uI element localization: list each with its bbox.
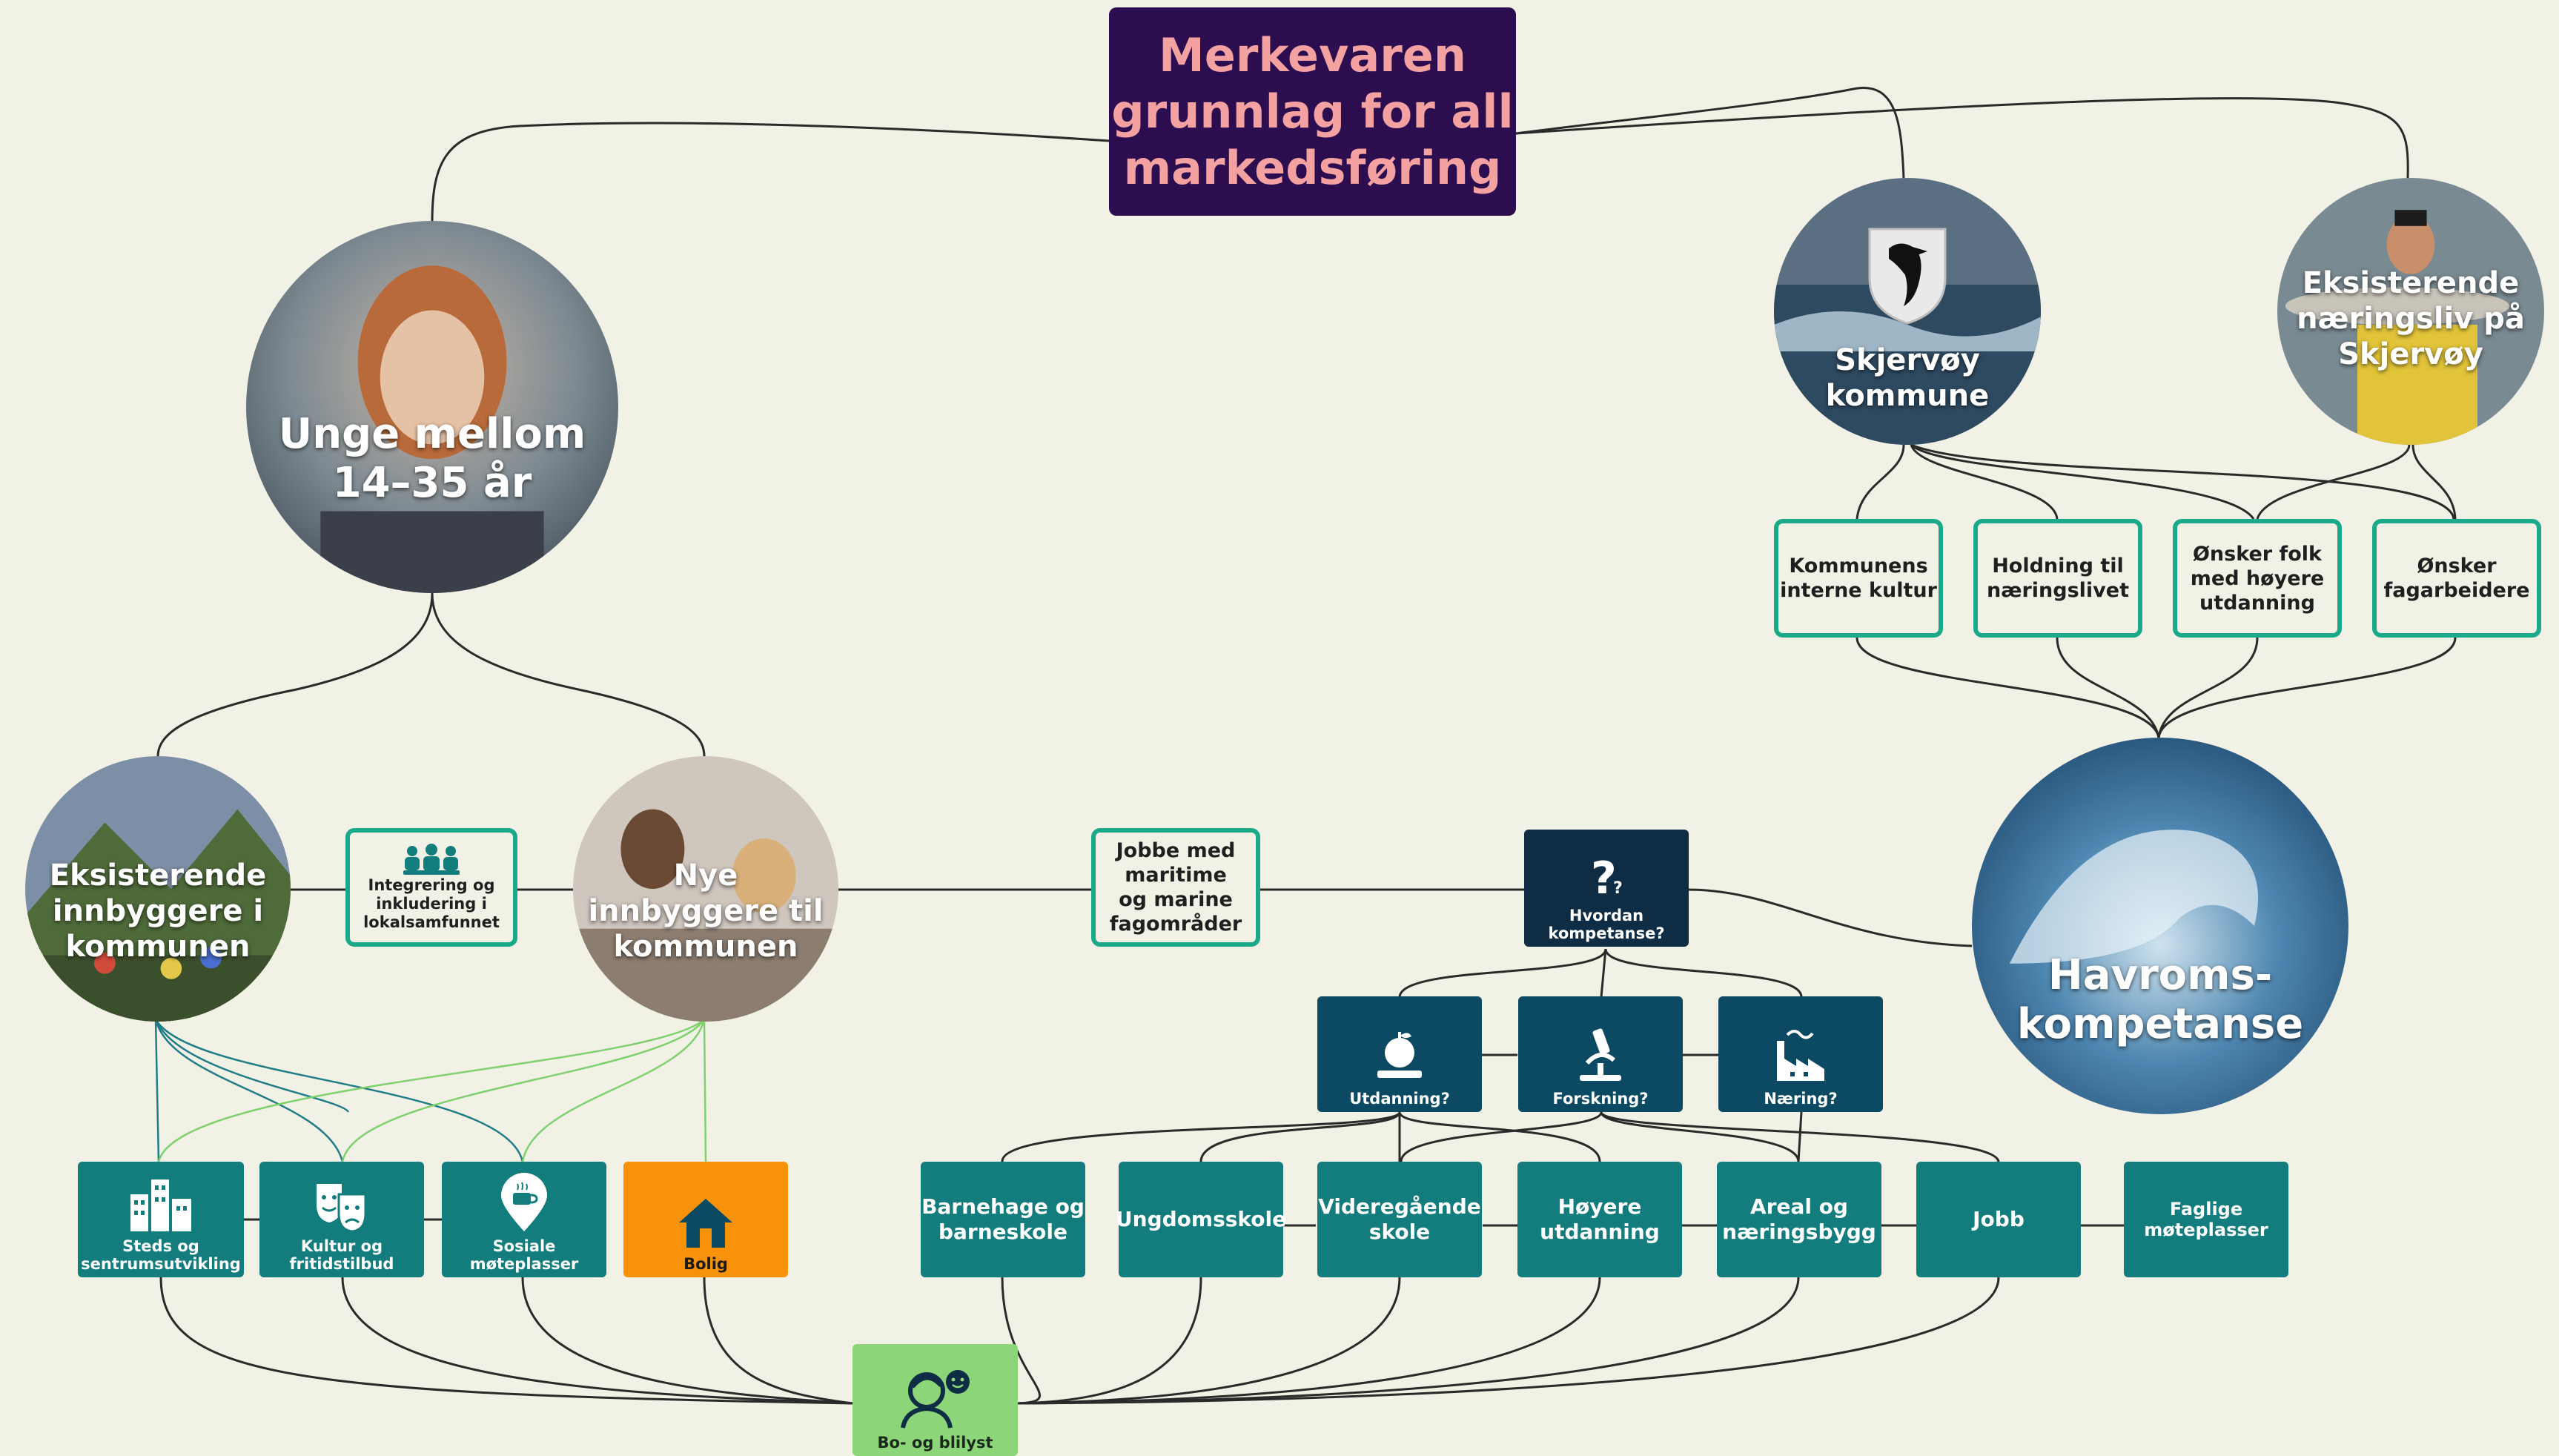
new-residents-circle: Nye innbyggere til kommunen [573,756,838,1022]
business-label: Eksisterende næringsliv på Skjervøy [2297,266,2525,371]
young-people-circle: Unge mellom 14–35 år [246,221,618,593]
service-jobs: Jobb [1916,1162,2081,1277]
buildings-icon [130,1179,191,1231]
group-icon [403,843,460,875]
brand-title-box: Merkevaren grunnlag for all markedsførin… [1109,7,1516,216]
ocean-competence-circle: Havroms- kompetanse [1972,738,2348,1114]
integration-label: Integrering og inkludering i lokalsamfun… [363,876,500,931]
wave-photo [1972,738,2348,1114]
svg-text:?: ? [1613,879,1623,898]
housing-tile: Bolig [623,1162,788,1277]
brand-title: Merkevaren grunnlag for all markedsførin… [1111,27,1514,195]
new-residents-label: Nye innbyggere til kommunen [588,858,824,964]
culture-leisure-tile: Kultur og fritidstilbud [259,1162,424,1277]
social-meeting-tile: Sosiale møteplasser [442,1162,606,1277]
service-kindergarten: Barnehage og barneskole [921,1162,1085,1277]
service-lower-secondary: Ungdomsskole [1116,1162,1286,1277]
ocean-competence-label: Havroms- kompetanse [2016,951,2304,1048]
coffee-pin-icon [501,1172,547,1231]
fisherman-photo [2277,178,2544,445]
goal-tile: Bo- og blilyst [853,1344,1018,1456]
question-tile: ? ? Hvordan kompetanse? [1524,830,1689,947]
microscope-icon [1580,1028,1621,1081]
municipality-label: Skjervøy kommune [1825,343,1990,413]
existing-residents-circle: Eksisterende innbyggere i kommunen [25,756,291,1022]
theater-masks-icon [317,1184,367,1233]
education-tile: Utdanning? [1317,996,1482,1112]
need-internal-culture: Kommunens interne kultur [1774,519,1943,638]
coat-of-arms-icon [1868,228,1947,325]
service-commercial-space: Areal og næringsbygg [1717,1162,1881,1277]
person-chat-icon [900,1370,970,1429]
house-icon [679,1199,732,1248]
integration-box: Integrering og inkludering i lokalsamfun… [345,828,517,947]
maritime-jobs-box: Jobbe med maritime og marine fagområder [1091,828,1260,947]
apple-book-icon [1377,1032,1422,1078]
residents-photo [25,756,291,1022]
need-skilled-workers: Ønsker fagarbeidere [2372,519,2541,638]
need-business-attitude: Holdning til næringslivet [1973,519,2142,638]
need-higher-education: Ønsker folk med høyere utdanning [2173,519,2342,638]
portrait-photo [246,221,618,593]
municipality-circle: Skjervøy kommune [1774,178,2041,445]
service-professional-meetings: Faglige møteplasser [2124,1162,2288,1277]
factory-icon [1777,1030,1824,1081]
place-development-tile: Steds og sentrumsutvikling [78,1162,244,1277]
industry-tile: Næring? [1718,996,1883,1112]
young-people-label: Unge mellom 14–35 år [278,410,586,507]
svg-text:?: ? [1591,855,1617,902]
service-upper-secondary: Videregående skole [1317,1162,1482,1277]
service-higher-education: Høyere utdanning [1517,1162,1682,1277]
business-circle: Eksisterende næringsliv på Skjervøy [2277,178,2544,445]
question-mark-icon: ? ? [1591,855,1623,902]
new-residents-photo [573,756,838,1022]
existing-residents-label: Eksisterende innbyggere i kommunen [49,858,267,964]
research-tile: Forskning? [1518,996,1683,1112]
